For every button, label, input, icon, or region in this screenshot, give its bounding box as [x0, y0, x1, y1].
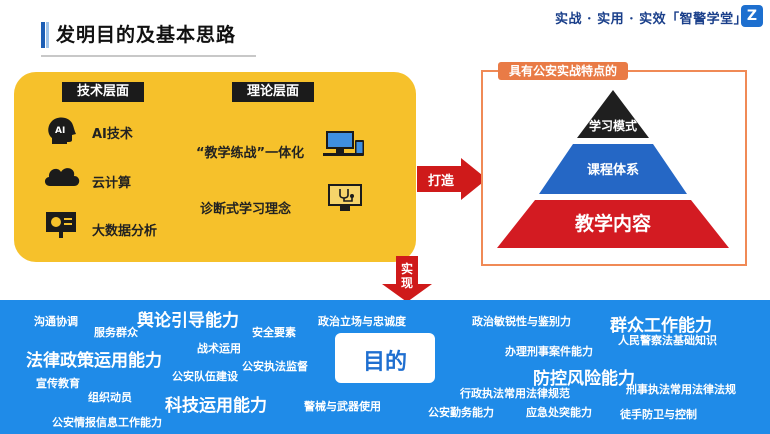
ability-tag: 公安勤务能力: [428, 406, 494, 419]
methods-panel: [14, 72, 416, 262]
pyramid-level-middle: [539, 144, 687, 194]
ability-tag: 沟通协调: [34, 315, 78, 328]
ability-tag: 人民警察法基础知识: [618, 334, 717, 347]
ability-tag: 行政执法常用法律规范: [460, 387, 570, 400]
pyramid-level-label: 学习模式: [588, 119, 637, 133]
ability-tag: 战术运用: [197, 342, 241, 355]
key-ability-tag: 防控风险能力: [533, 369, 635, 389]
key-ability-tag: 舆论引导能力: [137, 311, 239, 331]
make-arrow-icon: [417, 158, 487, 200]
pyramid-level-label: 课程体系: [586, 163, 639, 178]
theory-item-label: “教学练战”一体化: [196, 146, 305, 161]
purpose-box: [335, 333, 435, 383]
ability-tag: 应急处突能力: [526, 406, 592, 419]
pyramid-level-bottom: [497, 200, 729, 248]
ability-tag: 办理刑事案件能力: [505, 345, 593, 358]
data-board-icon: [46, 212, 76, 238]
pyramid-level-top: [577, 90, 649, 138]
purpose-label: 目的: [362, 350, 407, 375]
tech-item-label: 大数据分析: [92, 224, 158, 239]
title-accent-bar: [41, 22, 45, 48]
ability-tag: 组织动员: [88, 391, 132, 404]
diagnosis-screen-icon: [328, 184, 362, 211]
make-label: 打造: [428, 174, 455, 189]
ability-tag: 政治敏锐性与鉴别力: [472, 315, 571, 328]
theory-header: 理论层面: [232, 82, 314, 102]
svg-text:AI: AI: [55, 126, 65, 136]
realize-arrow-icon: [382, 256, 432, 302]
title-accent-bar-light: [46, 22, 49, 48]
tech-item-label: AI技术: [92, 127, 133, 142]
realize-label: 实现: [400, 262, 413, 290]
pyramid-level-label: 教学内容: [574, 213, 651, 235]
ability-tag: 政治立场与忠诚度: [318, 315, 406, 328]
key-ability-tag: 科技运用能力: [165, 396, 267, 416]
key-ability-tag: 法律政策运用能力: [26, 351, 162, 371]
ability-tag: 警械与武器使用: [304, 400, 381, 413]
ability-tag: 刑事执法常用法律法规: [626, 383, 736, 396]
ability-tag: 安全要素: [252, 326, 296, 339]
ability-tag: 徒手防卫与控制: [620, 408, 697, 421]
pyramid-header: 具有公安实战特点的: [498, 62, 628, 80]
pyramid-chart: [497, 90, 729, 248]
page-title: 发明目的及基本思路: [56, 24, 237, 46]
cloud-icon: [44, 168, 80, 186]
theory-item-label: 诊断式学习理念: [200, 202, 292, 217]
title-divider: [41, 55, 256, 57]
brand-logo: Z: [741, 5, 763, 27]
tech-item-label: 云计算: [92, 176, 132, 191]
ability-tag: 公安情报信息工作能力: [52, 416, 162, 429]
key-ability-tag: 群众工作能力: [610, 316, 712, 336]
ability-tag: 服务群众: [94, 326, 138, 339]
ability-tag: 公安队伍建设: [172, 370, 238, 383]
ai-head-icon: AI: [48, 117, 76, 144]
ability-tag: 公安执法监督: [242, 360, 308, 373]
tech-header: 技术层面: [62, 82, 144, 102]
devices-icon: [323, 131, 364, 156]
slogan: 实战 · 实用 · 实效「智警学堂」: [555, 12, 748, 27]
ability-tag: 宣传教育: [36, 377, 80, 390]
